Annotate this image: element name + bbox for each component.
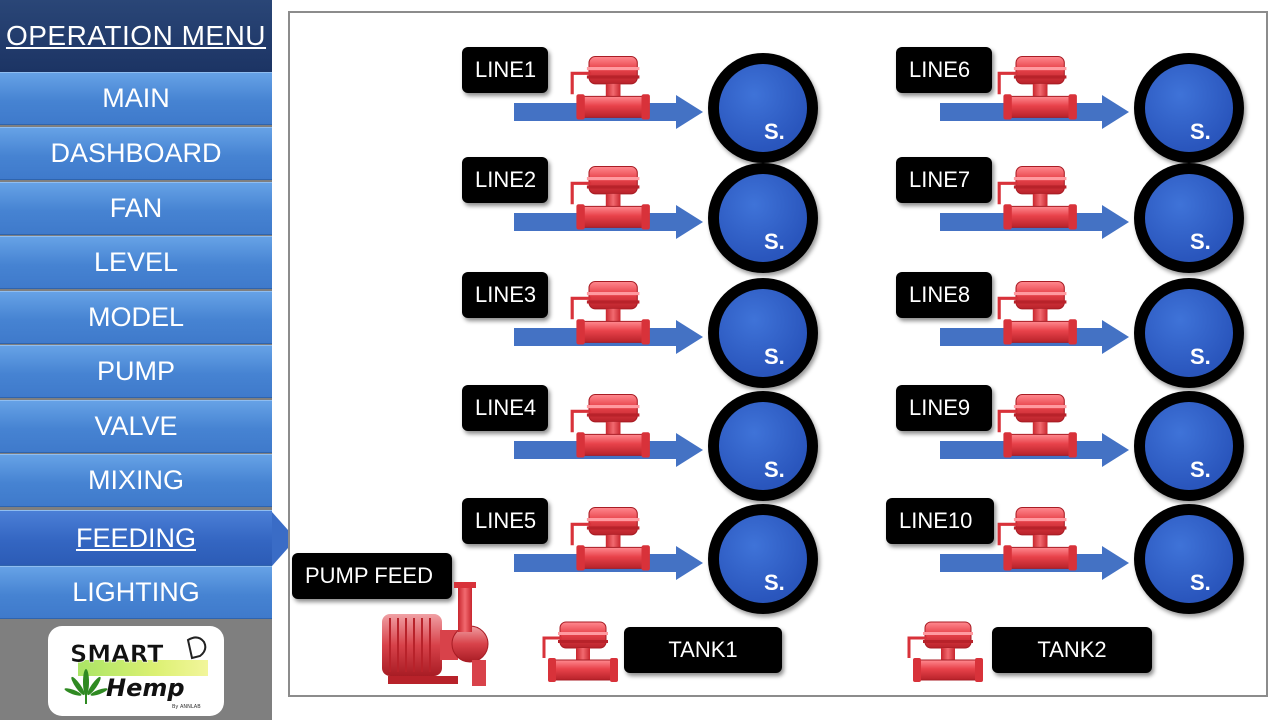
line1-label: LINE1 bbox=[462, 47, 548, 93]
smart-hemp-logo: SMART Hemp By ANNLAB bbox=[48, 626, 224, 716]
line8-gauge[interactable]: S. bbox=[1134, 278, 1244, 388]
line4-valve-icon[interactable] bbox=[568, 391, 652, 461]
tank2-label: TANK2 bbox=[992, 627, 1152, 673]
line10-valve-icon[interactable] bbox=[995, 504, 1079, 574]
tank1-label: TANK1 bbox=[624, 627, 782, 673]
line7-gauge-face bbox=[1145, 174, 1233, 262]
operation-menu-sidebar: OPERATION MENU MAIN DASHBOARD FAN LEVEL … bbox=[0, 0, 272, 720]
line2-label: LINE2 bbox=[462, 157, 548, 203]
logo-hemp-text: Hemp bbox=[106, 674, 185, 702]
line10-gauge[interactable]: S. bbox=[1134, 504, 1244, 614]
line1-gauge-face bbox=[719, 64, 807, 152]
tank2-valve-icon[interactable] bbox=[905, 618, 985, 686]
line5-gauge[interactable]: S. bbox=[708, 504, 818, 614]
line7-label: LINE7 bbox=[896, 157, 992, 203]
menu-item-level[interactable]: LEVEL bbox=[0, 236, 272, 289]
line7-flow-arrow bbox=[1102, 205, 1129, 239]
menu-item-pump[interactable]: PUMP bbox=[0, 345, 272, 398]
line3-gauge[interactable]: S. bbox=[708, 278, 818, 388]
line1-gauge-value: S. bbox=[764, 119, 785, 144]
line8-label: LINE8 bbox=[896, 272, 992, 318]
line6-gauge-face bbox=[1145, 64, 1233, 152]
line8-flow-arrow bbox=[1102, 320, 1129, 354]
line2-flow-arrow bbox=[676, 205, 703, 239]
line10-flow-arrow bbox=[1102, 546, 1129, 580]
menu-item-model[interactable]: MODEL bbox=[0, 291, 272, 344]
line10-label: LINE10 bbox=[886, 498, 994, 544]
line6-label: LINE6 bbox=[896, 47, 992, 93]
logo-tagline-text: By ANNLAB bbox=[172, 704, 201, 710]
line6-gauge-value: S. bbox=[1190, 119, 1211, 144]
line5-gauge-face bbox=[719, 515, 807, 603]
line8-gauge-value: S. bbox=[1190, 344, 1211, 369]
operation-menu-title: OPERATION MENU bbox=[5, 20, 267, 51]
menu-item-main[interactable]: MAIN bbox=[0, 72, 272, 125]
line2-gauge[interactable]: S. bbox=[708, 163, 818, 273]
menu-item-valve[interactable]: VALVE bbox=[0, 400, 272, 453]
tank1-valve-icon[interactable] bbox=[540, 618, 620, 686]
line4-gauge-face bbox=[719, 402, 807, 490]
line9-flow-arrow bbox=[1102, 433, 1129, 467]
line6-gauge[interactable]: S. bbox=[1134, 53, 1244, 163]
line4-gauge-value: S. bbox=[764, 457, 785, 482]
line5-flow-arrow bbox=[676, 546, 703, 580]
line2-valve-icon[interactable] bbox=[568, 163, 652, 233]
line1-valve-icon[interactable] bbox=[568, 53, 652, 123]
logo-smart-text: SMART bbox=[70, 640, 164, 668]
line3-gauge-face bbox=[719, 289, 807, 377]
line4-flow-arrow bbox=[676, 433, 703, 467]
line5-gauge-value: S. bbox=[764, 570, 785, 595]
pump-feed-label: PUMP FEED bbox=[292, 553, 452, 599]
line1-gauge[interactable]: S. bbox=[708, 53, 818, 163]
line3-flow-arrow bbox=[676, 320, 703, 354]
line6-flow-arrow bbox=[1102, 95, 1129, 129]
line7-valve-icon[interactable] bbox=[995, 163, 1079, 233]
line4-label: LINE4 bbox=[462, 385, 548, 431]
line10-gauge-face bbox=[1145, 515, 1233, 603]
line4-gauge[interactable]: S. bbox=[708, 391, 818, 501]
line7-gauge-value: S. bbox=[1190, 229, 1211, 254]
line2-gauge-value: S. bbox=[764, 229, 785, 254]
line1-flow-arrow bbox=[676, 95, 703, 129]
menu-item-lighting[interactable]: LIGHTING bbox=[0, 566, 272, 619]
line3-label: LINE3 bbox=[462, 272, 548, 318]
line9-gauge-face bbox=[1145, 402, 1233, 490]
line9-gauge[interactable]: S. bbox=[1134, 391, 1244, 501]
menu-item-dashboard[interactable]: DASHBOARD bbox=[0, 127, 272, 180]
line7-gauge[interactable]: S. bbox=[1134, 163, 1244, 273]
pump-feed-icon[interactable] bbox=[380, 578, 492, 695]
line8-valve-icon[interactable] bbox=[995, 278, 1079, 348]
line2-gauge-face bbox=[719, 174, 807, 262]
line3-gauge-value: S. bbox=[764, 344, 785, 369]
line9-valve-icon[interactable] bbox=[995, 391, 1079, 461]
line9-label: LINE9 bbox=[896, 385, 992, 431]
line6-valve-icon[interactable] bbox=[995, 53, 1079, 123]
menu-item-feeding[interactable]: FEEDING bbox=[0, 510, 272, 566]
line3-valve-icon[interactable] bbox=[568, 278, 652, 348]
menu-item-fan[interactable]: FAN bbox=[0, 182, 272, 235]
line9-gauge-value: S. bbox=[1190, 457, 1211, 482]
line5-valve-icon[interactable] bbox=[568, 504, 652, 574]
operation-menu-header: OPERATION MENU bbox=[0, 0, 272, 72]
line8-gauge-face bbox=[1145, 289, 1233, 377]
line5-label: LINE5 bbox=[462, 498, 548, 544]
menu-item-mixing[interactable]: MIXING bbox=[0, 454, 272, 507]
line10-gauge-value: S. bbox=[1190, 570, 1211, 595]
